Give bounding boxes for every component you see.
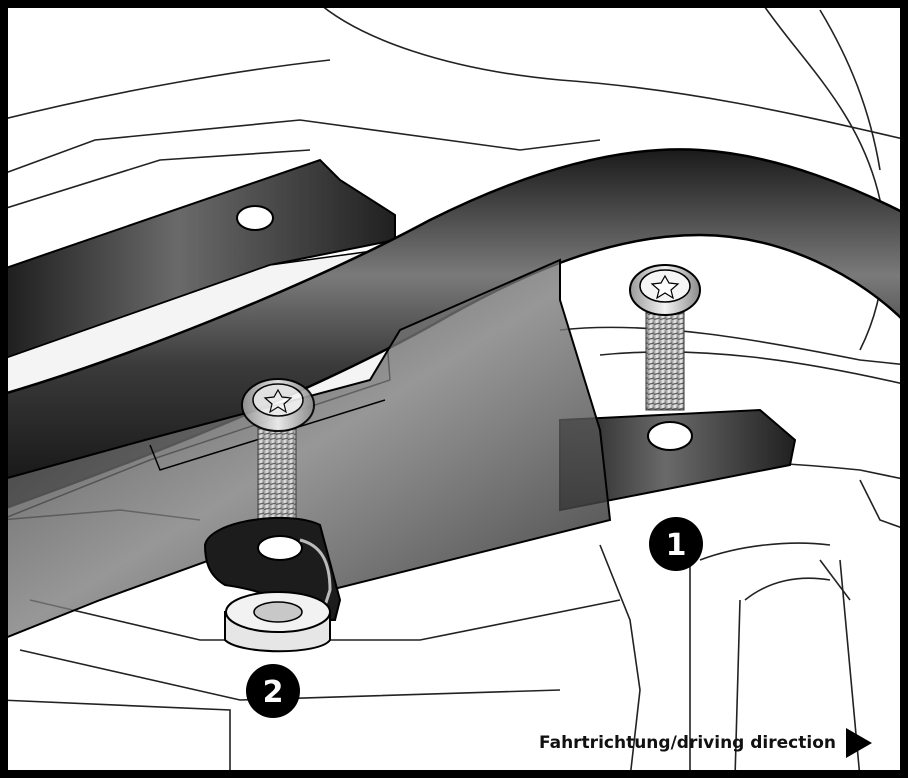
spacer-washer — [224, 591, 331, 653]
direction-arrow-icon — [846, 728, 872, 758]
callout-1-label: 1 — [666, 528, 687, 563]
bolt-1 — [629, 264, 701, 411]
angle-bracket-transparent — [0, 258, 612, 642]
callout-1: 1 — [649, 517, 703, 571]
callout-2-label: 2 — [263, 675, 284, 710]
driving-direction-indicator: Fahrtrichtung/driving direction — [539, 728, 872, 758]
driving-direction-label: Fahrtrichtung/driving direction — [538, 733, 836, 753]
callout-2: 2 — [246, 664, 300, 718]
plate-hole-right — [647, 421, 693, 451]
plate-hole-upper — [236, 205, 274, 231]
